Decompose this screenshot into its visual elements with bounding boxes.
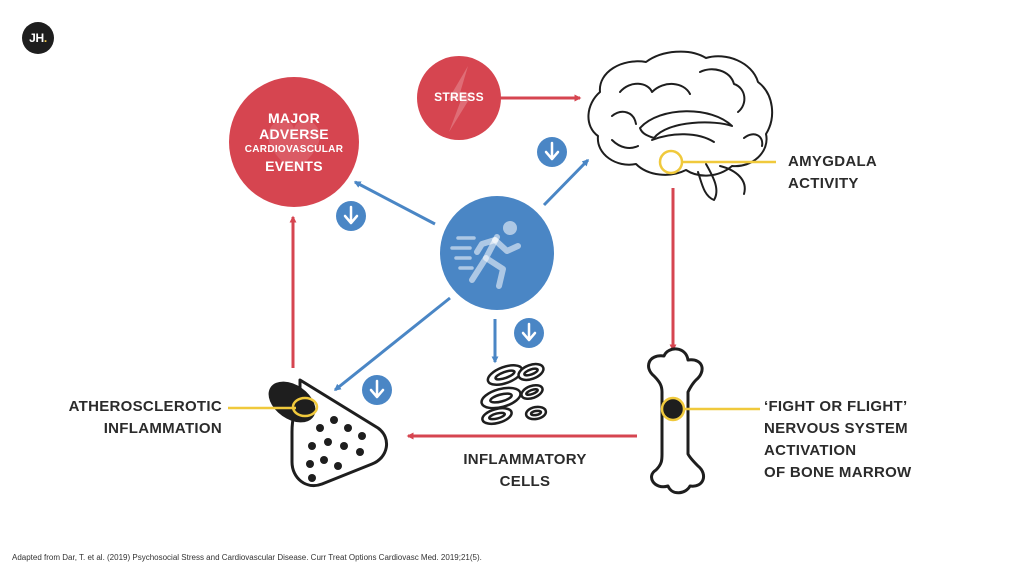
fight-flight-label-line3: ACTIVATION xyxy=(764,442,857,459)
decrease-badge-cells xyxy=(514,318,544,348)
fight-flight-label-line4: OF BONE MARROW xyxy=(764,464,912,481)
bone-icon xyxy=(647,347,706,495)
mace-label-line3: CARDIOVASCULAR xyxy=(244,144,344,155)
artery-plaque-dots xyxy=(306,416,366,482)
arrow-exercise-to-mace xyxy=(353,180,436,226)
mace-label-line4: EVENTS xyxy=(265,158,323,174)
down-arrow-icon xyxy=(521,322,537,342)
decrease-badge-artery xyxy=(362,375,392,405)
inflammatory-cells-label: INFLAMMATORY CELLS xyxy=(440,449,610,493)
decrease-badge-brain xyxy=(537,137,567,167)
speed-lines xyxy=(450,236,476,270)
mace-label-line2: ADVERSE xyxy=(259,126,329,142)
arrow-exercise-to-artery xyxy=(333,296,451,392)
mace-node xyxy=(229,77,359,207)
amygdala-label-line1: AMYGDALA xyxy=(788,153,878,170)
jh-logo: JH. xyxy=(22,22,54,54)
arrow-exercise-to-brain xyxy=(542,158,590,207)
inflammatory-cells-label-line2: CELLS xyxy=(499,473,551,490)
down-arrow-icon xyxy=(343,205,359,225)
atherosclerotic-label-line2: INFLAMMATION xyxy=(103,420,222,437)
amygdala-highlight xyxy=(658,149,684,175)
exercise-node xyxy=(440,196,554,310)
brain-icon xyxy=(587,50,774,201)
atherosclerotic-label: ATHEROSCLEROTIC INFLAMMATION xyxy=(40,396,222,440)
artery-icon xyxy=(268,378,388,487)
blood-cells-icon xyxy=(480,362,548,426)
decrease-badge-mace xyxy=(336,201,366,231)
fight-flight-label-line1: ‘FIGHT OR FLIGHT’ xyxy=(764,398,908,415)
down-arrow-icon xyxy=(369,379,385,399)
citation: Adapted from Dar, T. et al. (2019) Psych… xyxy=(12,553,482,562)
runner-head xyxy=(503,221,517,235)
fight-flight-label: ‘FIGHT OR FLIGHT’ NERVOUS SYSTEM ACTIVAT… xyxy=(764,396,912,484)
stress-node xyxy=(417,56,501,140)
down-arrow-icon xyxy=(544,141,560,161)
running-person-icon xyxy=(469,234,521,289)
fight-flight-label-line2: NERVOUS SYSTEM xyxy=(764,420,908,437)
lightning-bolt-icon xyxy=(448,66,473,132)
stress-label: STRESS xyxy=(434,90,484,104)
bone-marrow-highlight xyxy=(660,396,686,422)
amygdala-label-line2: ACTIVITY xyxy=(788,175,859,192)
mace-label: MAJOR ADVERSE CARDIOVASCULAR EVENTS xyxy=(229,110,359,174)
atherosclerotic-label-line1: ATHEROSCLEROTIC xyxy=(68,398,222,415)
heart-icon xyxy=(268,119,320,172)
amygdala-label: AMYGDALA ACTIVITY xyxy=(788,151,877,195)
inflammatory-cells-label-line1: INFLAMMATORY xyxy=(463,451,587,468)
mace-label-line1: MAJOR xyxy=(267,110,321,126)
